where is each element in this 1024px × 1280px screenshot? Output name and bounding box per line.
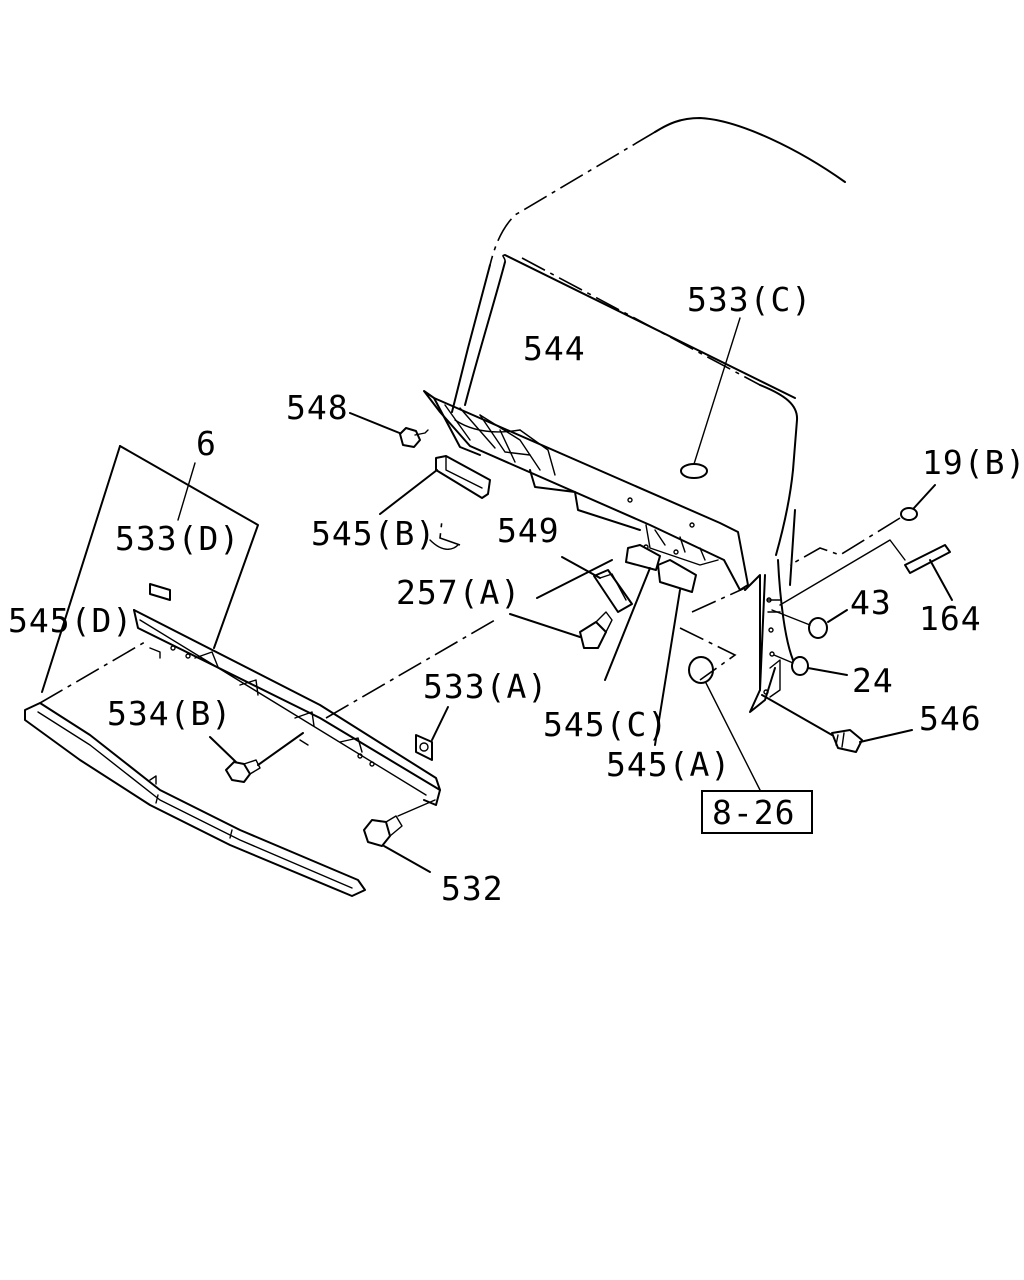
bracket-545c — [604, 544, 661, 681]
label-545a: 545(A) — [606, 745, 731, 784]
connector-line — [679, 627, 737, 681]
plug-533c — [680, 463, 708, 479]
label-546: 546 — [919, 699, 982, 738]
label-6: 6 — [196, 424, 217, 463]
label-545c: 545(C) — [543, 705, 668, 744]
bolt-532 — [363, 799, 436, 873]
cowl-panel-544 — [423, 390, 749, 591]
connector-line — [325, 619, 496, 719]
right-pillar — [744, 574, 781, 713]
reference-label-8-26[interactable]: 8-26 — [712, 793, 795, 832]
label-19b: 19(B) — [922, 443, 1024, 482]
label-548: 548 — [286, 388, 349, 427]
trim-strip-545d — [24, 641, 366, 897]
grommet-24 — [773, 654, 848, 676]
label-545b: 545(B) — [311, 514, 436, 553]
cab-outline — [451, 117, 846, 691]
bolt-257a — [509, 559, 613, 649]
plug-19b — [789, 484, 936, 566]
label-43: 43 — [850, 583, 892, 622]
bracket-545a — [654, 559, 697, 746]
connector-line — [439, 519, 461, 546]
label-24: 24 — [852, 661, 894, 700]
front-panel-6 — [41, 445, 441, 806]
label-164: 164 — [919, 599, 982, 638]
label-544: 544 — [523, 329, 586, 368]
grommet-43 — [771, 609, 848, 639]
plate-533d — [149, 583, 171, 601]
reference-box-8-26[interactable] — [701, 790, 813, 834]
clip-534b — [209, 732, 304, 783]
clip-548 — [349, 412, 429, 448]
label-533a: 533(A) — [423, 667, 548, 706]
bracket-545b — [379, 455, 491, 515]
label-549: 549 — [497, 511, 560, 550]
label-257a: 257(A) — [396, 573, 521, 612]
label-545d: 545(D) — [8, 601, 133, 640]
label-533d: 533(D) — [115, 519, 240, 558]
label-532: 532 — [441, 869, 504, 908]
label-533c: 533(C) — [687, 280, 812, 319]
clip-546 — [761, 694, 913, 753]
pad-549 — [561, 556, 633, 613]
label-534b: 534(B) — [107, 694, 232, 733]
plug-533a — [415, 706, 449, 761]
connector-line — [691, 587, 746, 613]
strip-164 — [779, 539, 953, 606]
